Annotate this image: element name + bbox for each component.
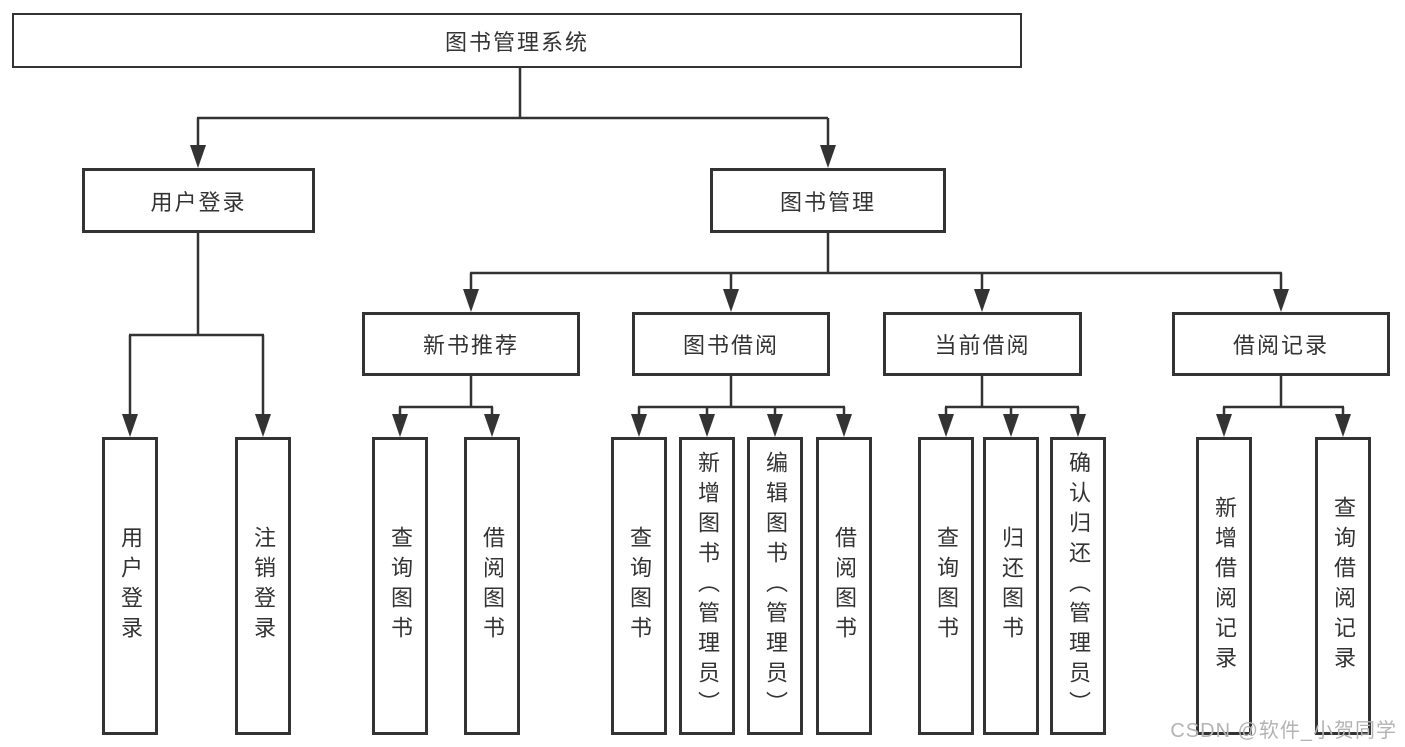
leaf-logout: 注销登录 bbox=[235, 437, 291, 735]
leaf-confirm-return-admin: 确认归还（管理员） bbox=[1050, 437, 1106, 735]
node-label: 查询图书 bbox=[388, 526, 413, 646]
node-label: 新增借阅记录 bbox=[1212, 496, 1237, 676]
leaf-borrow-books-recommend: 借阅图书 bbox=[464, 437, 520, 735]
node-user-login: 用户登录 bbox=[82, 168, 315, 233]
leaf-add-book-admin: 新增图书（管理员） bbox=[679, 437, 735, 735]
node-library-management-system: 图书管理系统 bbox=[12, 13, 1022, 68]
node-label: 注销登录 bbox=[251, 526, 276, 646]
leaf-user-login: 用户登录 bbox=[102, 437, 158, 735]
leaf-edit-book-admin: 编辑图书（管理员） bbox=[747, 437, 803, 735]
node-borrowing-records: 借阅记录 bbox=[1172, 312, 1390, 376]
leaf-query-books-borrowing: 查询图书 bbox=[611, 437, 667, 735]
node-label: 编辑图书（管理员） bbox=[763, 451, 788, 721]
leaf-query-books-recommend: 查询图书 bbox=[372, 437, 428, 735]
node-label: 查询图书 bbox=[627, 526, 652, 646]
node-label: 图书管理系统 bbox=[444, 29, 589, 55]
node-label: 查询借阅记录 bbox=[1331, 496, 1356, 676]
node-label: 新书推荐 bbox=[422, 333, 519, 358]
node-label: 借阅图书 bbox=[480, 526, 505, 646]
leaf-return-book: 归还图书 bbox=[983, 437, 1039, 735]
node-label: 查询图书 bbox=[934, 526, 959, 646]
leaf-add-borrow-record: 新增借阅记录 bbox=[1196, 437, 1252, 735]
leaf-query-books-current: 查询图书 bbox=[918, 437, 974, 735]
node-label: 图书借阅 bbox=[682, 333, 779, 358]
node-label: 借阅图书 bbox=[832, 526, 857, 646]
watermark: CSDN @软件_小贺同学 bbox=[1170, 720, 1397, 742]
node-label: 用户登录 bbox=[150, 189, 247, 215]
node-new-book-recommend: 新书推荐 bbox=[362, 312, 580, 376]
node-current-borrowing: 当前借阅 bbox=[883, 312, 1082, 376]
node-label: 图书管理 bbox=[779, 189, 876, 215]
node-book-management: 图书管理 bbox=[710, 168, 946, 233]
node-label: 借阅记录 bbox=[1232, 333, 1329, 358]
node-label: 用户登录 bbox=[118, 526, 143, 646]
node-label: 确认归还（管理员） bbox=[1066, 451, 1091, 721]
node-book-borrowing: 图书借阅 bbox=[632, 312, 830, 376]
node-label: 新增图书（管理员） bbox=[695, 451, 720, 721]
node-label: 归还图书 bbox=[999, 526, 1024, 646]
leaf-borrow-books: 借阅图书 bbox=[816, 437, 872, 735]
leaf-query-borrow-record: 查询借阅记录 bbox=[1315, 437, 1371, 735]
node-label: 当前借阅 bbox=[934, 333, 1031, 358]
